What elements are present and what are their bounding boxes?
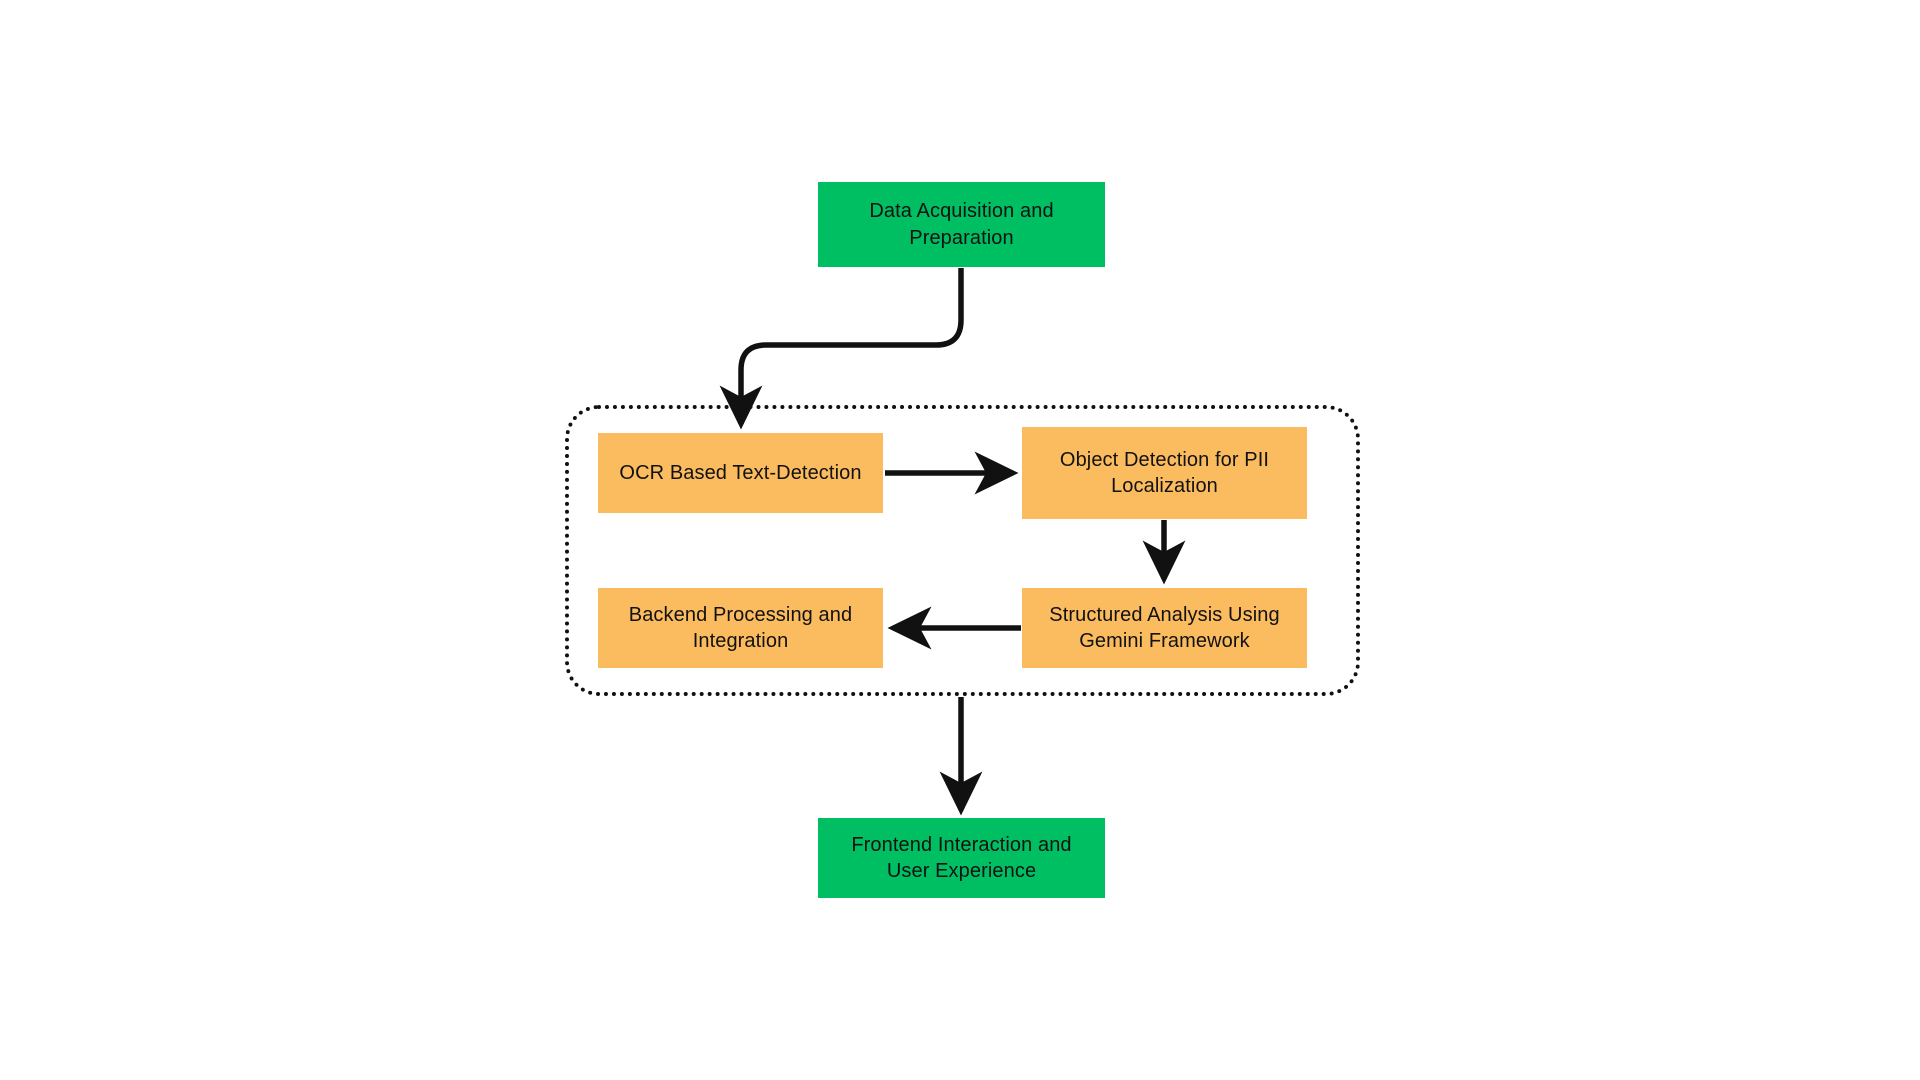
node-structured-analysis-gemini[interactable]: Structured Analysis Using Gemini Framewo… xyxy=(1022,588,1307,668)
node-object-detection-pii-label: Object Detection for PII Localization xyxy=(1059,448,1270,497)
node-backend-processing[interactable]: Backend Processing and Integration xyxy=(598,588,883,668)
node-data-acquisition-label: Data Acquisition and Preparation xyxy=(869,200,1054,249)
node-data-acquisition[interactable]: Data Acquisition and Preparation xyxy=(818,182,1105,267)
node-ocr-text-detection[interactable]: OCR Based Text-Detection xyxy=(598,433,883,513)
node-frontend-interaction[interactable]: Frontend Interaction and User Experience xyxy=(818,818,1105,898)
node-object-detection-pii[interactable]: Object Detection for PII Localization xyxy=(1022,427,1307,519)
node-ocr-text-detection-label: OCR Based Text-Detection xyxy=(619,461,862,484)
node-structured-analysis-gemini-label: Structured Analysis Using Gemini Framewo… xyxy=(1049,603,1280,652)
edge-data-acquisition-to-ocr xyxy=(719,268,964,430)
node-frontend-interaction-label: Frontend Interaction and User Experience xyxy=(851,833,1072,882)
node-backend-processing-label: Backend Processing and Integration xyxy=(628,603,853,652)
